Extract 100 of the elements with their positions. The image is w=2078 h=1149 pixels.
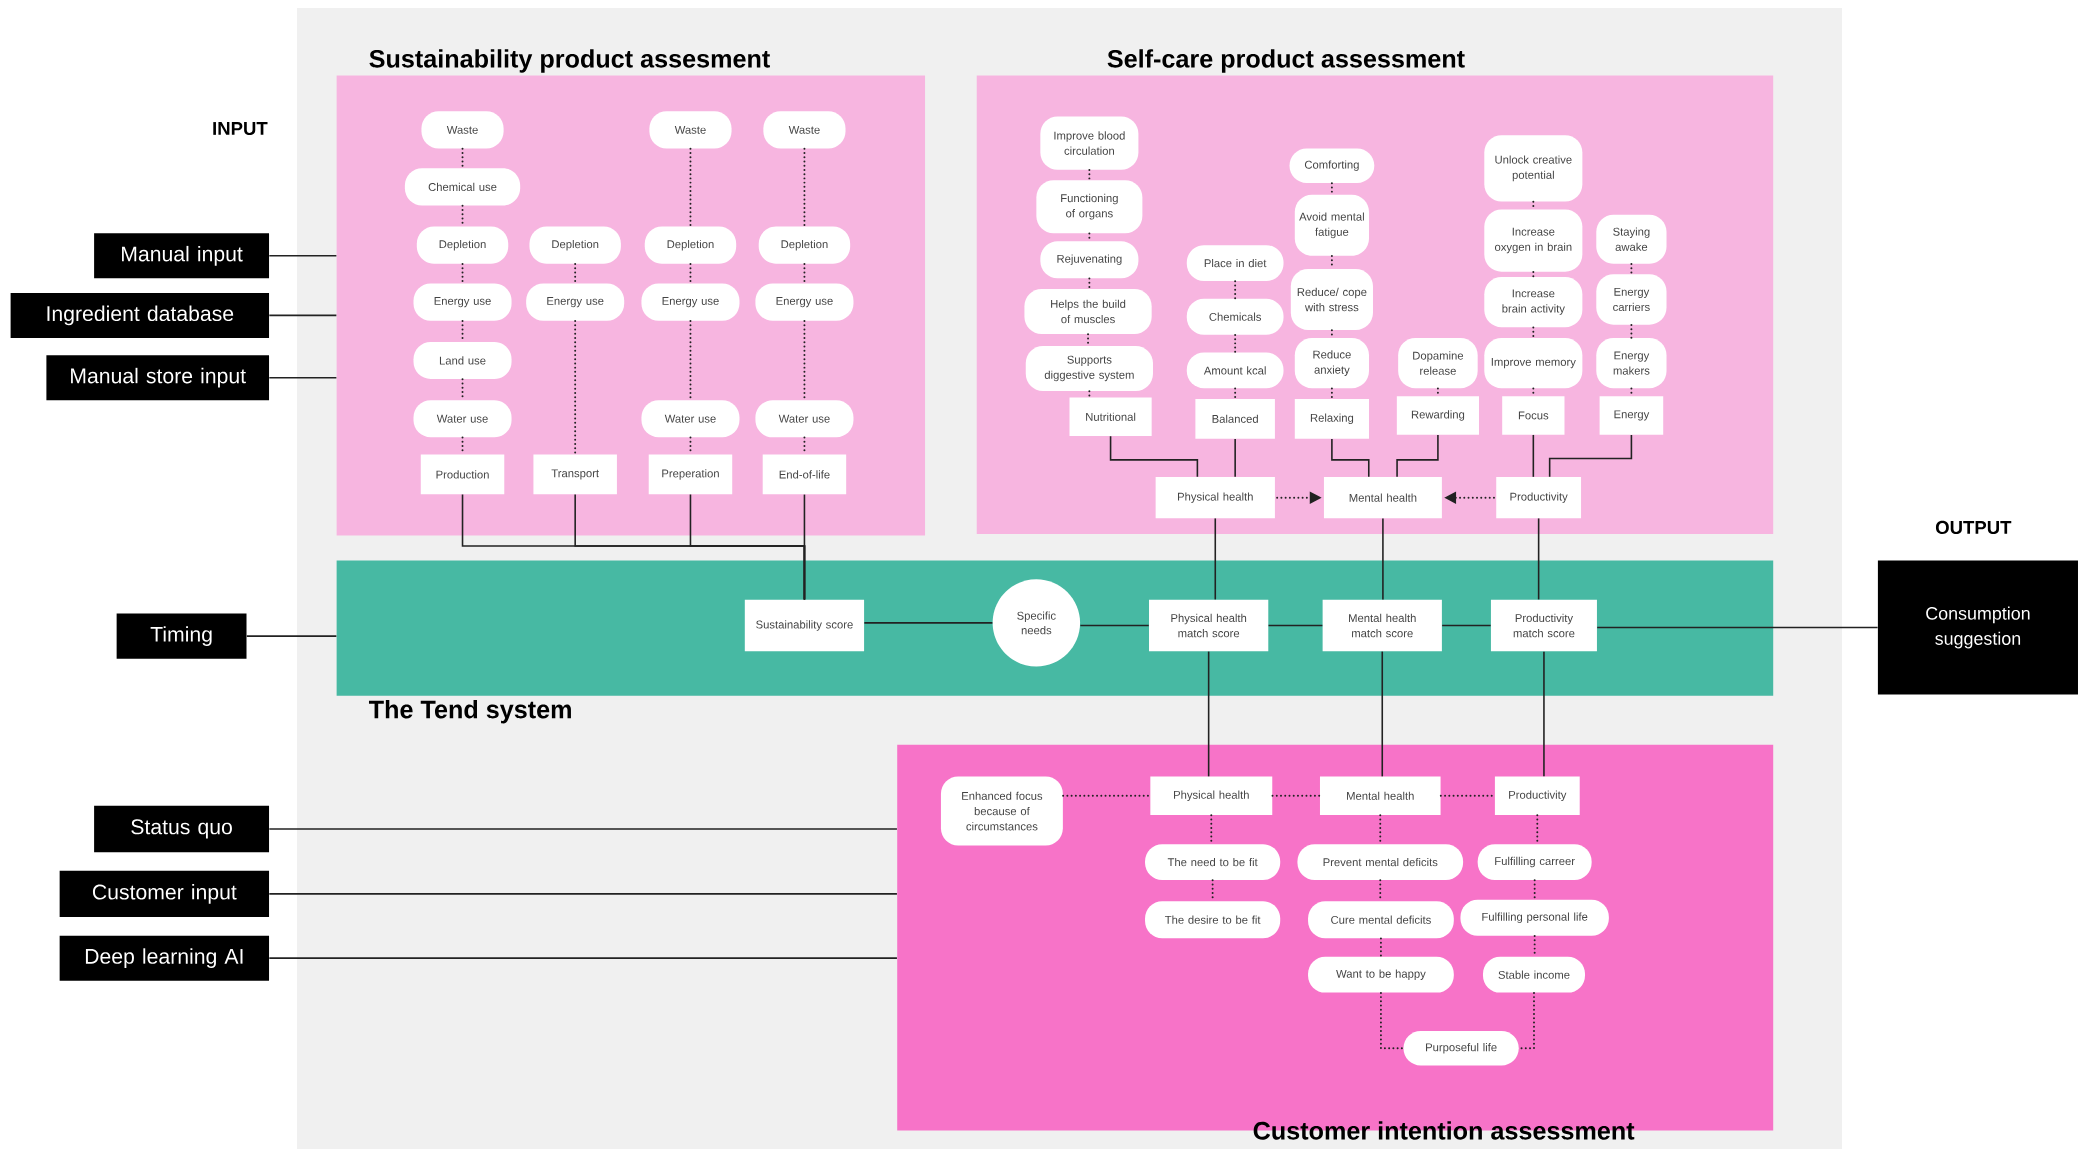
dotted-connector <box>1087 333 1090 347</box>
dotted-connector <box>1062 794 1152 797</box>
category-box: Energy <box>1599 396 1664 435</box>
output-box: Consumption suggestion <box>1877 560 2078 695</box>
category-box: Focus <box>1502 396 1565 435</box>
input-box: Ingredient database <box>10 292 270 338</box>
category-box: Relaxing <box>1294 398 1369 439</box>
input-box: Deep learning AI <box>59 935 270 981</box>
rounded-box: Increase brain activity <box>1484 277 1583 328</box>
dotted-connector <box>1330 387 1333 400</box>
dotted-connector <box>1518 991 1535 1050</box>
category-box: Production <box>420 454 505 495</box>
dotted-connector <box>1436 387 1439 397</box>
rounded-box: Increase oxygen in brain <box>1484 209 1583 272</box>
dotted-connector <box>1271 794 1321 797</box>
dotted-connector <box>803 147 806 228</box>
connector-line <box>1382 517 1384 601</box>
connector-line <box>1543 650 1545 778</box>
rounded-box: Improve memory <box>1484 337 1583 389</box>
input-box: Customer input <box>59 870 270 918</box>
dotted-connector <box>574 263 577 285</box>
connector-line <box>1396 434 1439 478</box>
dotted-connector <box>1630 323 1633 339</box>
connector-line <box>268 314 338 317</box>
section-label: INPUT <box>213 122 268 136</box>
rounded-box: Enhanced focus because of circumstances <box>940 776 1063 846</box>
category-box: Transport <box>533 454 617 495</box>
dotted-connector <box>689 263 692 285</box>
rounded-box: Helps the build of muscles <box>1024 288 1152 334</box>
connector-line <box>268 828 898 830</box>
panel-heading: Sustainability product assesment <box>369 49 770 73</box>
category-box: Mental health <box>1319 776 1441 816</box>
dotted-connector <box>1532 270 1535 278</box>
connector-line <box>1381 650 1384 778</box>
category-box: Productivity <box>1496 477 1582 519</box>
connector-line <box>1207 650 1210 778</box>
dotted-connector <box>1532 387 1535 397</box>
connector-line <box>1331 438 1370 478</box>
rounded-box: The need to be fit <box>1145 844 1281 880</box>
dotted-connector <box>1088 277 1091 290</box>
connector-line <box>1596 626 1879 629</box>
dotted-connector <box>1088 232 1091 242</box>
dotted-connector <box>803 320 806 401</box>
dotted-connector <box>1088 390 1091 399</box>
dotted-connector <box>803 263 806 285</box>
category-box: Rewarding <box>1396 396 1479 435</box>
rounded-box: Water use <box>413 400 512 438</box>
rounded-box: Water use <box>641 400 740 438</box>
rounded-box: Purposeful life <box>1403 1031 1519 1066</box>
dotted-connector <box>461 147 464 170</box>
dotted-connector <box>1379 814 1382 845</box>
panel-heading: Customer intention assessment <box>1253 1121 1635 1140</box>
category-box: Mental health <box>1323 477 1442 519</box>
rounded-box: Want to be happy <box>1308 956 1454 993</box>
input-box: Manual input <box>94 233 270 279</box>
rounded-box: Improve blood circulation <box>1040 116 1139 170</box>
dotted-connector <box>461 263 464 285</box>
category-box: Physical health match score <box>1149 599 1269 652</box>
connector-line <box>1079 624 1150 627</box>
rounded-box: Place in diet <box>1186 245 1284 281</box>
dotted-connector <box>1379 937 1382 958</box>
rounded-box: Cure mental deficits <box>1308 901 1454 939</box>
panel-heading: Self-care product assessment <box>1107 49 1465 73</box>
dotted-connector <box>1439 794 1496 797</box>
dotted-connector <box>1630 263 1633 276</box>
connector-line <box>1234 438 1236 478</box>
dotted-connector <box>1210 814 1213 845</box>
rounded-box: The desire to be fit <box>1145 901 1281 939</box>
category-box: Nutritional <box>1069 397 1152 436</box>
dotted-connector <box>1234 333 1237 354</box>
connector-line <box>268 254 338 257</box>
connector-line <box>1532 434 1535 478</box>
connector-line <box>1214 517 1217 601</box>
category-box: Productivity <box>1494 776 1580 816</box>
category-box: Balanced <box>1195 398 1275 439</box>
rounded-box: Energy carriers <box>1596 274 1667 325</box>
rounded-box: Water use <box>755 400 854 438</box>
category-box: End-of-life <box>762 454 847 495</box>
rounded-box: Supports diggestive system <box>1025 345 1153 391</box>
input-box: Status quo <box>94 805 270 853</box>
dotted-connector <box>1532 326 1535 339</box>
input-box: Timing <box>116 613 247 659</box>
input-box: Manual store input <box>46 355 270 401</box>
rounded-box: Unlock creative potential <box>1484 135 1583 202</box>
rounded-box: Functioning of organs <box>1036 180 1143 234</box>
connector-line <box>1267 624 1324 627</box>
dotted-connector <box>1379 991 1405 1050</box>
category-box: Preperation <box>648 454 733 495</box>
dotted-connector <box>689 147 692 228</box>
rounded-box: Reduce/ cope with stress <box>1290 269 1373 330</box>
dotted-connector <box>1630 387 1633 397</box>
connector-line <box>246 635 338 637</box>
dotted-connector <box>1234 387 1237 400</box>
connector-line <box>1548 434 1633 478</box>
panel-heading: The Tend system <box>369 699 571 724</box>
connector-line <box>1537 517 1540 601</box>
dotted-connector <box>1088 168 1091 181</box>
connector-line <box>268 376 338 379</box>
connector-line <box>1441 624 1492 627</box>
category-box: Physical health <box>1155 477 1275 519</box>
